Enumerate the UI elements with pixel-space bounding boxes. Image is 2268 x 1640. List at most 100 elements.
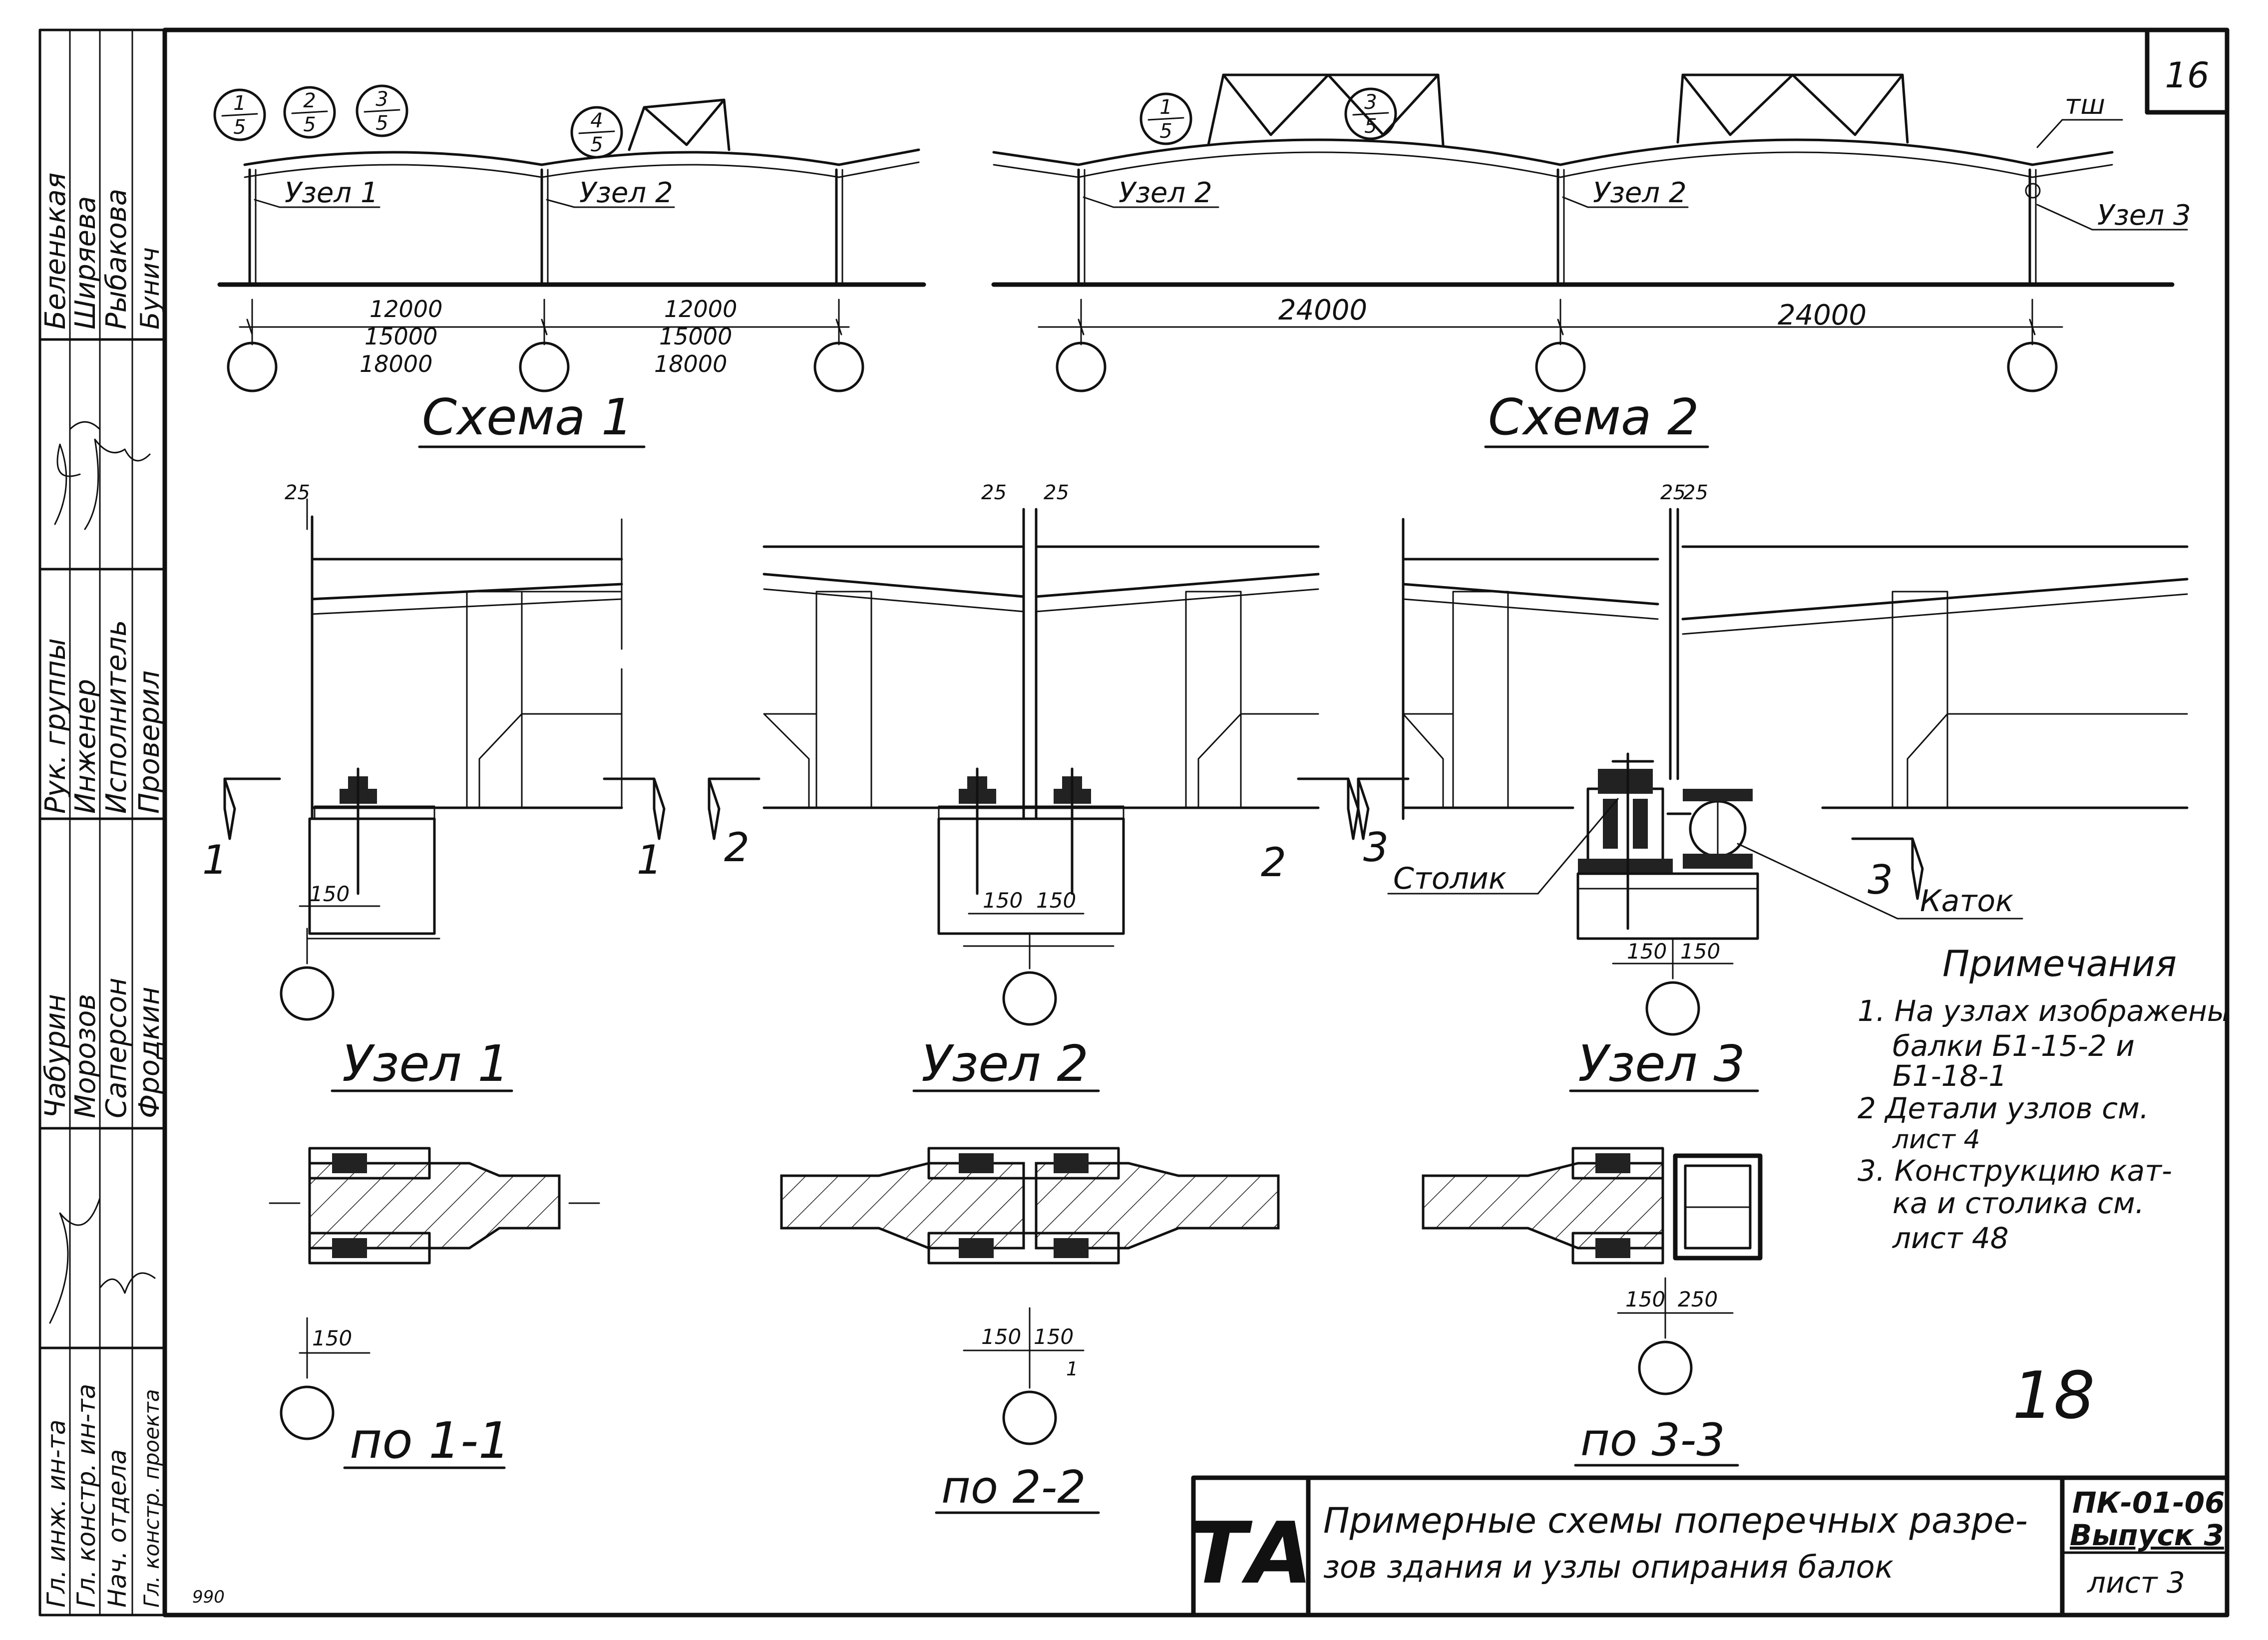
note-line-1: 1. На узлах изображены — [1858, 994, 2230, 1028]
svg-text:5: 5 — [1159, 120, 1172, 143]
note-line-6: 3. Конструкцию кат- — [1858, 1154, 2172, 1188]
node1-title: Узел 1 — [342, 1034, 509, 1093]
anchor-bolt — [340, 767, 377, 895]
svg-text:2: 2 — [303, 89, 316, 112]
support-table — [1578, 752, 1673, 930]
node3-label-table: Столик — [1393, 861, 1507, 896]
plan2-dim-1: 1 — [1066, 1358, 1078, 1380]
node2-dim-150a: 150 — [983, 888, 1023, 913]
plan-3-3: 150 250 по 3-3 — [1422, 1147, 1763, 1467]
svg-text:3: 3 — [1364, 91, 1377, 114]
signature-1 — [54, 421, 101, 525]
stamp-role-4: Проверил — [133, 670, 166, 814]
scheme2-node-label-3: Узел 3 — [2097, 199, 2191, 232]
node-1-detail: 25 150 1 1 Узел 1 — [202, 481, 666, 1093]
axis-bubble — [813, 341, 864, 392]
stamp-name-5: Чабурин — [39, 994, 72, 1118]
note-line-3: Б1-18-1 — [1892, 1059, 2007, 1093]
svg-text:3: 3 — [376, 88, 388, 111]
node1-section-right: 1 — [637, 837, 662, 883]
node3-section-right: 3 — [1868, 857, 1893, 903]
scheme1-span2-c: 18000 — [654, 350, 727, 377]
svg-text:4: 4 — [590, 109, 603, 132]
doc-code: ПК-01-06 — [2072, 1486, 2225, 1520]
scheme1-span1-c: 18000 — [360, 350, 432, 377]
section-marker-6: 35 — [1344, 87, 1397, 140]
plan1-title: по 1-1 — [350, 1411, 510, 1470]
axis-bubble — [227, 341, 278, 392]
plan-1-1: 150 по 1-1 — [269, 1147, 600, 1470]
node1-section-left: 1 — [202, 837, 228, 883]
stamp-role-3: Исполнитель — [100, 620, 133, 814]
scheme1-span2-b: 15000 — [659, 323, 732, 350]
scheme1-span2-a: 12000 — [664, 296, 737, 323]
axis-bubble — [1645, 981, 1700, 1036]
node2-dim-150b: 150 — [1036, 888, 1076, 913]
issue: Выпуск 3 — [2070, 1518, 2224, 1552]
scheme2-span-1: 24000 — [1278, 294, 1367, 327]
svg-text:5: 5 — [376, 112, 388, 135]
node-2-detail: 25 25 150 150 2 2 Узел 2 — [708, 481, 1360, 1093]
section-marker-3: 35 — [356, 84, 408, 137]
note-line-4: 2 Детали узлов см. — [1858, 1091, 2149, 1125]
signature-2 — [84, 438, 151, 530]
title-sheet: лист 3 — [2087, 1566, 2185, 1600]
svg-text:1: 1 — [1159, 96, 1172, 119]
scheme2-span-2: 24000 — [1778, 299, 1867, 331]
node2-section-left: 2 — [724, 824, 750, 871]
note-line-5: лист 4 — [1892, 1125, 1980, 1155]
stamp-role-1: Рук. группы — [39, 638, 72, 814]
stamp-name-2: Ширяева — [69, 196, 102, 329]
sheet-number: 16 — [2165, 55, 2209, 96]
signature-3 — [49, 1197, 156, 1324]
axis-bubble — [1535, 341, 1586, 392]
node2-dim-25a: 25 — [981, 481, 1007, 504]
title-line-1: Примерные схемы поперечных разре- — [1323, 1500, 2028, 1541]
svg-text:1: 1 — [233, 92, 246, 115]
stamp-number: 18 — [2012, 1357, 2095, 1433]
plan1-dim-150: 150 — [312, 1326, 352, 1350]
node2-dim-25b: 25 — [1044, 481, 1069, 504]
node3-dim-25a: 25 — [1660, 481, 1686, 504]
scheme1-span1-b: 15000 — [365, 323, 437, 350]
svg-text:5: 5 — [1364, 115, 1377, 138]
node2-section-right: 2 — [1261, 839, 1286, 886]
scheme2-joint-label: тш — [2065, 89, 2105, 120]
logo: ТА — [1189, 1504, 1313, 1603]
title-block: ТА Примерные схемы поперечных разре- зов… — [1189, 1475, 2230, 1618]
plan-2-2: 150 150 1 по 2-2 — [780, 1147, 1280, 1514]
svg-text:5: 5 — [303, 113, 316, 136]
stamp-name-6: Морозов — [69, 994, 102, 1118]
node3-title: Узел 3 — [1578, 1034, 1745, 1093]
node3-dim-150a: 150 — [1627, 939, 1667, 964]
axis-bubble — [2007, 341, 2058, 392]
node3-section-left: 3 — [1363, 824, 1389, 871]
scheme1-node-label-1: Узел 1 — [285, 177, 378, 209]
node2-title: Узел 2 — [921, 1034, 1089, 1093]
scheme2-node-label-2: Узел 2 — [1593, 177, 1687, 209]
sheet-frame: 16 — [162, 27, 2230, 1618]
scheme-1: 15 25 35 45 Узел 1 Узел 2 12000 15000 18… — [213, 84, 926, 448]
plan2-dim-150b: 150 — [1034, 1324, 1074, 1349]
section-marker-2: 25 — [283, 86, 336, 139]
roller — [1683, 789, 1753, 869]
plan2-title: по 2-2 — [941, 1461, 1086, 1514]
anchor-bolt — [1054, 767, 1091, 895]
stamp-name-8: Фродкин — [133, 986, 166, 1118]
axis-bubble — [1638, 1340, 1693, 1395]
axis-bubble — [1002, 971, 1057, 1026]
anchor-bolt — [959, 767, 996, 895]
plan3-title: по 3-3 — [1580, 1414, 1725, 1466]
axis-bubble — [519, 341, 570, 392]
scheme1-span1-a: 12000 — [370, 296, 442, 323]
node1-dim-150: 150 — [310, 882, 350, 906]
scheme-2: 15 35 тш Узел 2 Узел 2 Узел 3 24000 2400… — [991, 73, 2191, 448]
svg-text:5: 5 — [590, 133, 603, 156]
stamp-name-7: Саперсон — [100, 978, 133, 1118]
scheme1-title: Схема 1 — [422, 388, 633, 446]
node3-dim-25b: 25 — [1683, 481, 1708, 504]
left-stamp: Беленькая Ширяева Рыбакова Бунич Чабурин… — [38, 28, 166, 1617]
stamp-name-4: Бунич — [135, 247, 165, 329]
scheme2-title: Схема 2 — [1488, 388, 1699, 446]
